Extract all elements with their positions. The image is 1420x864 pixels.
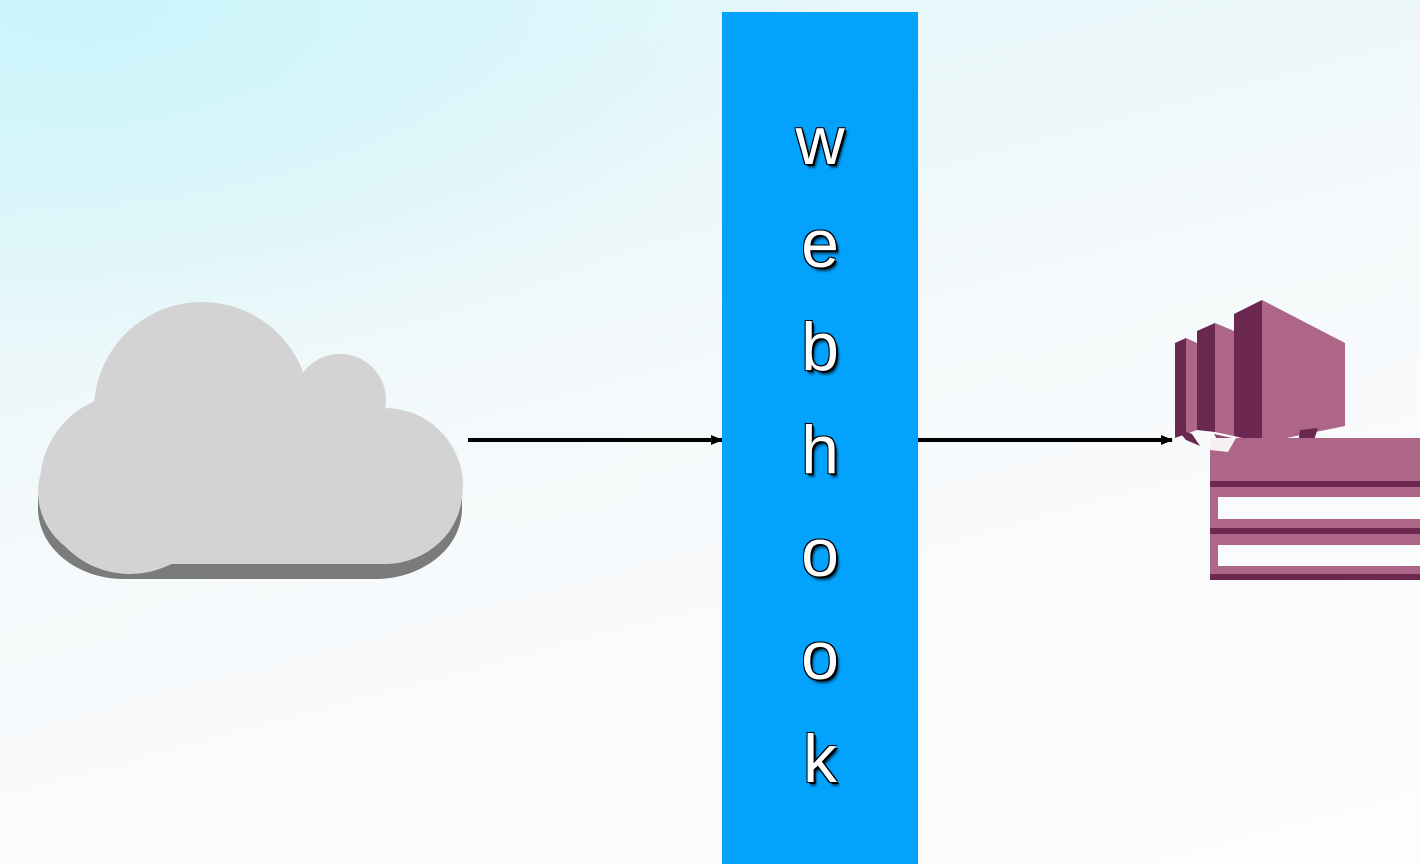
database-shard-icon	[1175, 300, 1420, 580]
webhook-letter: o	[801, 618, 839, 694]
webhook-node: w e b h o o k	[722, 12, 918, 864]
webhook-letter: e	[801, 206, 839, 282]
webhook-letter: w	[795, 103, 845, 179]
webhook-letter: b	[801, 309, 839, 385]
webhook-label: w e b h o o k	[722, 90, 918, 811]
webhook-letter: h	[801, 412, 839, 488]
cloud-icon	[38, 302, 463, 579]
cloud-body	[38, 302, 463, 574]
webhook-letter: k	[803, 721, 837, 797]
webhook-letter: o	[801, 515, 839, 591]
